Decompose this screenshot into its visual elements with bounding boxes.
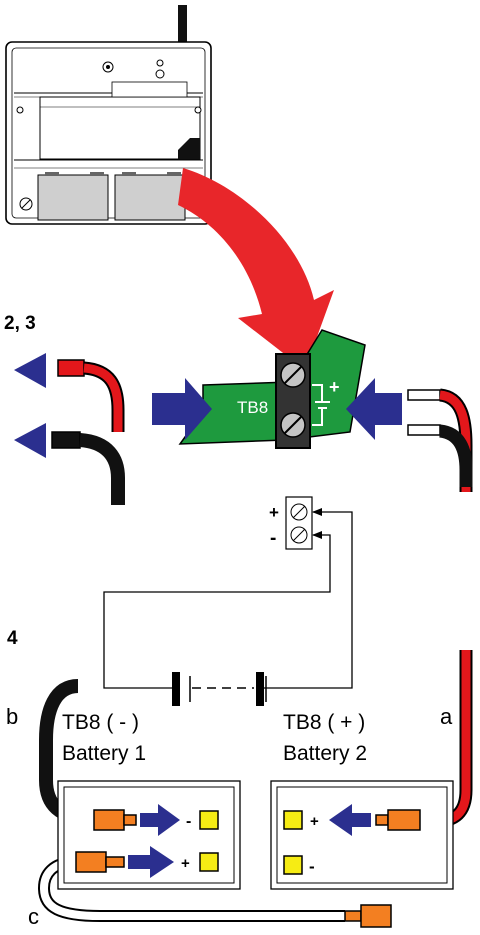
incoming-black-lead bbox=[407, 424, 473, 487]
schematic-battery-symbol bbox=[172, 672, 267, 706]
removed-red-lead bbox=[14, 353, 125, 432]
step-4-label: 4 bbox=[7, 628, 18, 649]
battery-1-plus-terminal bbox=[199, 852, 219, 872]
board-minus-sign: - bbox=[330, 426, 337, 448]
battery-1-name: Battery 1 bbox=[62, 742, 146, 765]
battery-1-tb8-label: TB8 ( - ) bbox=[62, 711, 139, 734]
schematic-terminal: + - bbox=[269, 496, 313, 550]
battery-1-minus-label: - bbox=[186, 813, 191, 830]
wire-b-label: b bbox=[6, 704, 18, 729]
control-panel-enclosure bbox=[5, 5, 212, 225]
battery-2-plus-label: + bbox=[310, 813, 319, 830]
battery-2-minus-terminal bbox=[283, 855, 303, 875]
wire-c-label: c bbox=[28, 904, 39, 929]
tb8-label: TB8 bbox=[237, 398, 268, 417]
battery-2-tb8-label: TB8 ( + ) bbox=[283, 711, 365, 734]
battery-2-plus-terminal bbox=[283, 810, 303, 830]
battery-1: - + bbox=[57, 780, 241, 890]
board-plus-sign: + bbox=[329, 377, 340, 397]
battery-1-minus-terminal bbox=[199, 810, 219, 830]
zoom-arrow bbox=[178, 168, 334, 370]
battery-1-plus-label: + bbox=[181, 855, 190, 872]
schematic-wiring bbox=[103, 511, 353, 689]
battery-2-name: Battery 2 bbox=[283, 742, 367, 765]
right-insert-arrow bbox=[346, 378, 402, 440]
wire-a-label: a bbox=[440, 704, 453, 729]
loose-connector bbox=[344, 904, 392, 928]
step-2-3-label: 2, 3 bbox=[4, 313, 36, 334]
circuit-board: TB8 + - bbox=[178, 329, 366, 449]
removed-black-lead bbox=[14, 423, 125, 505]
battery-2-minus-label: - bbox=[309, 857, 315, 876]
schematic-minus-sign: - bbox=[270, 528, 276, 549]
battery-2: + - bbox=[270, 780, 454, 890]
left-insert-arrow bbox=[152, 378, 212, 440]
schematic-plus-sign: + bbox=[269, 503, 279, 522]
